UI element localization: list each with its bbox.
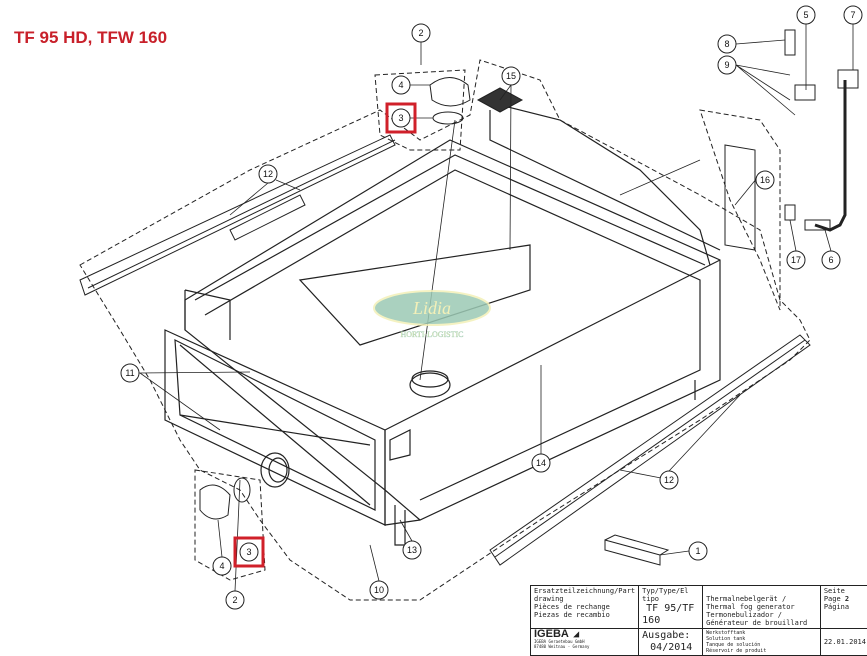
cap-top bbox=[429, 77, 471, 107]
cap-bottom bbox=[199, 484, 231, 520]
watermark-logo: Lidia HORTI-LOGISTIC bbox=[373, 290, 491, 339]
callout-number: 12 bbox=[263, 169, 273, 179]
cap-group-outline bbox=[374, 69, 466, 151]
callout-13: 13 bbox=[402, 540, 422, 560]
hose bbox=[814, 80, 847, 232]
callout-2: 2 bbox=[411, 23, 431, 43]
callout-number: 5 bbox=[803, 10, 808, 20]
rail-left-2 bbox=[229, 194, 306, 241]
callout-number: 16 bbox=[760, 175, 770, 185]
callout-10: 10 bbox=[369, 580, 389, 600]
callout-number: 14 bbox=[536, 458, 546, 468]
callout-7: 7 bbox=[843, 5, 863, 25]
page-title: TF 95 HD, TFW 160 bbox=[14, 28, 168, 47]
square-tube bbox=[604, 534, 670, 566]
callout-14: 14 bbox=[531, 453, 551, 473]
callout-number: 1 bbox=[695, 546, 700, 556]
leader-lines bbox=[138, 24, 854, 592]
callout-number: 3 bbox=[398, 113, 403, 123]
machine-cell: Thermalnebelgerät / Thermal fog generato… bbox=[702, 585, 821, 629]
callout-4: 4 bbox=[391, 75, 411, 95]
callout-5: 5 bbox=[796, 5, 816, 25]
svg-text:HORTI-LOGISTIC: HORTI-LOGISTIC bbox=[400, 330, 463, 339]
callout-17: 17 bbox=[786, 250, 806, 270]
callout-15: 15 bbox=[501, 66, 521, 86]
callout-number: 12 bbox=[664, 475, 674, 485]
o-ring-top bbox=[432, 111, 464, 125]
callout-3: 3 bbox=[233, 536, 265, 568]
date-cell: 22.01.2014 bbox=[819, 628, 867, 656]
screw-8 bbox=[784, 29, 796, 56]
rail-left bbox=[79, 134, 396, 296]
callout-16: 16 bbox=[755, 170, 775, 190]
callout-number: 6 bbox=[828, 255, 833, 265]
callout-number: 17 bbox=[791, 255, 801, 265]
solution-tank bbox=[164, 99, 721, 546]
callout-12: 12 bbox=[258, 164, 278, 184]
callout-2: 2 bbox=[225, 590, 245, 610]
callout-number: 2 bbox=[232, 595, 237, 605]
callout-3: 3 bbox=[385, 102, 417, 134]
callout-number: 15 bbox=[506, 71, 516, 81]
highlight-box bbox=[385, 102, 417, 134]
callout-number: 8 bbox=[724, 39, 729, 49]
callout-4: 4 bbox=[212, 556, 232, 576]
edition-cell: Ausgabe: 04/2014 bbox=[638, 628, 704, 656]
callout-number: 9 bbox=[724, 60, 729, 70]
svg-text:Lidia: Lidia bbox=[412, 298, 451, 318]
callout-number: 2 bbox=[418, 28, 423, 38]
callout-number: 7 bbox=[850, 10, 855, 20]
callout-12: 12 bbox=[659, 470, 679, 490]
rail-right bbox=[489, 334, 811, 566]
component-cell: Werkstofftank Solution tank Tanque de so… bbox=[702, 628, 821, 656]
callout-8: 8 bbox=[717, 34, 737, 54]
company-cell: IGEBA ◢ IGEBA Geraetebau GmbH 87480 Weit… bbox=[529, 628, 640, 656]
type-cell: Typ/Type/El tipo TF 95/TF 160 bbox=[638, 585, 704, 629]
callout-6: 6 bbox=[821, 250, 841, 270]
callout-number: 13 bbox=[407, 545, 417, 555]
callout-1: 1 bbox=[688, 541, 708, 561]
callout-number: 4 bbox=[219, 561, 224, 571]
fitting-7 bbox=[837, 69, 859, 89]
callout-number: 11 bbox=[125, 368, 134, 378]
callout-number: 3 bbox=[246, 547, 251, 557]
fitting-9 bbox=[794, 84, 816, 101]
title-block: Ersatzteilzeichnung/Part drawing Pièces … bbox=[529, 585, 867, 656]
part-16 bbox=[724, 144, 756, 251]
callout-9: 9 bbox=[717, 55, 737, 75]
highlight-box bbox=[233, 536, 265, 568]
drawing-type-cell: Ersatzteilzeichnung/Part drawing Pièces … bbox=[529, 585, 640, 629]
o-ring-bottom bbox=[233, 477, 251, 503]
callout-number: 4 bbox=[398, 80, 403, 90]
page-cell: Seite Page 2 Página bbox=[819, 585, 867, 629]
callout-11: 11 bbox=[120, 363, 140, 383]
callout-number: 10 bbox=[374, 585, 384, 595]
